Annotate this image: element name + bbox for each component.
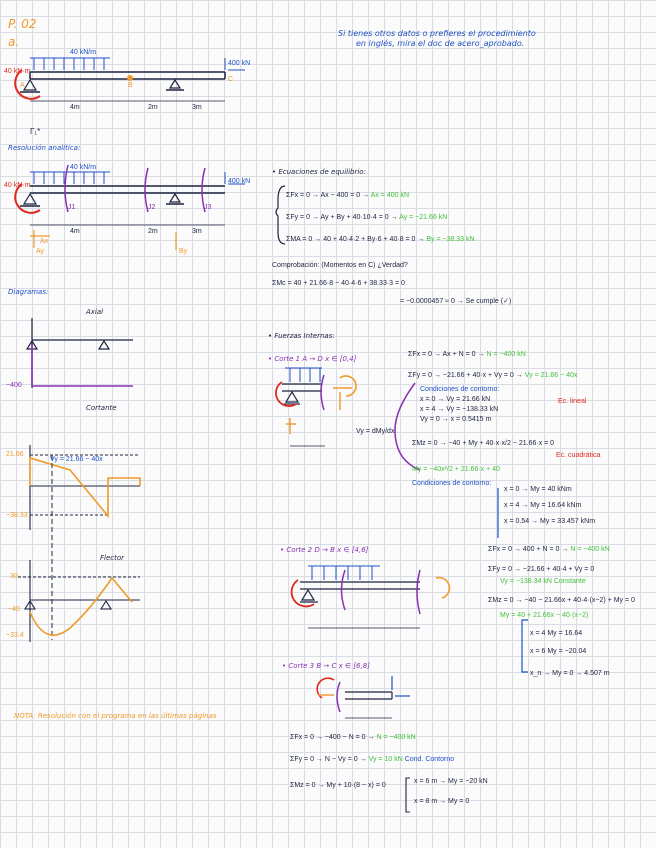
corte1-title: • Corte 1 A → D x ∈ [0,4] xyxy=(268,355,357,363)
c2-fx-result: N = −400 kN xyxy=(570,546,610,553)
flector-label: Flector xyxy=(100,554,125,562)
c3-fy-result: Vy = 10 kN xyxy=(368,756,403,763)
part-label: a. xyxy=(8,35,20,49)
beam1-B: B xyxy=(128,82,133,89)
beam2-Ax: Ax xyxy=(40,238,49,245)
figure-mark: Γ₁* xyxy=(30,127,41,136)
c1-vy-relation: Vy = dMy/dx xyxy=(356,428,395,435)
c1-fx-result: N = −400 kN xyxy=(486,351,526,358)
beam1-d3: 3m xyxy=(192,104,202,111)
c2-moment-result: My = 40 + 21.66x − 40·(x−2) xyxy=(500,612,589,619)
flector-val-3: −33.4 xyxy=(6,632,24,639)
eq-fx: ΣFx = 0 → Ax − 400 = 0 → Ax = 400 kN xyxy=(286,192,410,199)
eq-fx-result: Ax = 400 kN xyxy=(370,192,410,199)
c1-moment-result: My = −40x²/2 + 21.66·x + 40 xyxy=(412,466,500,473)
check-equation: ΣMc = 40 + 21.66·8 − 40·4·6 + 38.33·3 = … xyxy=(272,280,405,287)
beam-1-load xyxy=(30,57,245,71)
c2-cond-2: x = 6 My = −20.04 xyxy=(530,648,587,655)
beam2-J1: J1 xyxy=(68,204,76,211)
internal-title: • Fuerzas Internas: xyxy=(268,332,335,340)
c3-fy: ΣFy = 0 → N − Vy = 0 → Vy = 10 kN Cond. … xyxy=(290,756,455,763)
axial-label: Axial xyxy=(86,308,104,316)
beam2-Ay: Ay xyxy=(36,248,45,255)
cortante-label: Cortante xyxy=(86,404,117,412)
equilibrium-title: • Ecuaciones de equilibrio: xyxy=(272,168,366,176)
cortante-eq: Vy = 21.66 − 40x xyxy=(50,456,103,463)
c2-fy-result: Vy = −138.34 kN Constante xyxy=(500,578,586,585)
beam1-d2: 2m xyxy=(148,104,158,111)
eq-fy: ΣFy = 0 → Ay + By + 40·10·4 = 0 → Ay = −… xyxy=(286,214,448,221)
header-note-line2: en inglés, mira el doc de acero_aprobado… xyxy=(356,39,525,48)
beam1-load-label: 40 kN/m xyxy=(70,49,97,56)
c3-fx: ΣFx = 0 → −400 − N = 0 → N = −400 kN xyxy=(290,734,416,741)
c1-fy: ΣFy = 0 → −21.66 + 40·x + Vy = 0 → Vy = … xyxy=(408,372,578,379)
corte3-title: • Corte 3 B → C x ∈ [6,8] xyxy=(282,662,370,670)
beam2-d3: 3m xyxy=(192,228,202,235)
beam2-d1: 4m xyxy=(70,228,80,235)
beam2-endload-label: 400 kN xyxy=(228,178,251,185)
c2-fx: ΣFx = 0 → 400 + N = 0 → N = −400 kN xyxy=(488,546,610,553)
cortante-val-2: −38.33 xyxy=(6,512,28,519)
c1-ec-lineal: Ec. lineal xyxy=(558,398,587,405)
eq-ma-result: By = −38.33 kN xyxy=(426,236,475,243)
beam2-By: By xyxy=(179,248,188,255)
c1-cond-3: Vy = 0 → x = 0.5415 m xyxy=(420,416,492,423)
c1-fx: ΣFx = 0 → Ax + N = 0 → N = −400 kN xyxy=(408,351,526,358)
c2-moment-eq: ΣMz = 0 → −40 − 21.66x + 40·4·(x−2) + My… xyxy=(488,597,635,604)
beam1-A: A xyxy=(20,82,25,89)
c1-cond2-1: x = 0 → My = 40 kNm xyxy=(504,486,572,493)
beam-2-diagram xyxy=(20,185,225,226)
resolution-label: Resolución analítica: xyxy=(8,144,81,152)
c1-ec-cuadratica: Ec. cuadrática xyxy=(556,452,601,459)
c2-fy: ΣFy = 0 → −21.66 + 40·4 + Vy = 0 xyxy=(488,566,595,573)
beam2-J3: J3 xyxy=(204,204,212,211)
eq-fy-result: Ay = −21.66 kN xyxy=(399,214,448,221)
axial-diagram xyxy=(25,318,133,388)
c1-moment-eq: ΣMz = 0 → −40 + My + 40·x·x/2 − 21.66·x … xyxy=(412,440,555,447)
beam2-d2: 2m xyxy=(148,228,158,235)
check-title: Comprobación: (Momentos en C) ¿Verdad? xyxy=(272,262,408,269)
eq-ma: ΣMA = 0 → 40 + 40·4·2 + By·6 + 40·8 = 0 … xyxy=(286,236,475,243)
beam-1-diagram xyxy=(20,71,226,102)
header-note-line1: Si tienes otros datos o prefieres el pro… xyxy=(338,29,536,38)
c3-cond-2: x = 8 m → My = 0 xyxy=(414,798,470,805)
beam2-moment-label: 40 kN·m xyxy=(4,182,31,189)
flector-diagram xyxy=(18,560,140,642)
corte2-title: • Corte 2 D → B x ∈ [4,6] xyxy=(280,546,369,554)
beam1-d1: 4m xyxy=(70,104,80,111)
c1-cond-title: Condiciones de contorno: xyxy=(420,386,500,393)
c1-cond-2: x = 4 → Vy = −138.33 kN xyxy=(420,406,499,413)
c1-cond2-2: x = 4 → My = 16.64 kNm xyxy=(504,502,582,509)
c1-cond2-3: x = 0.54 → My = 33.457 kNm xyxy=(504,518,596,525)
c2-cond-3: x_n → My = 0 → 4.507 m xyxy=(530,670,610,677)
axial-value: −400 xyxy=(6,382,22,389)
beam1-C: C xyxy=(228,76,234,83)
check-result: = −0.0000457 ≈ 0 → Se cumple (✓) xyxy=(400,298,512,305)
flector-val-1: 30 xyxy=(10,573,18,580)
flector-val-2: −40 xyxy=(8,606,20,613)
c3-cond-label: Cond. Contorno xyxy=(404,756,455,763)
c2-cond-1: x = 4 My = 16.64 xyxy=(530,630,583,637)
problem-number: P. 02 xyxy=(8,17,37,31)
beam2-load-label: 40 kN/m xyxy=(70,164,97,171)
beam2-J2: J2 xyxy=(148,204,156,211)
c3-fx-result: N = −400 kN xyxy=(376,734,416,741)
c1-cond2-title: Condiciones de contorno: xyxy=(412,480,492,487)
beam1-endload-label: 400 kN xyxy=(228,60,251,67)
cortante-val-1: 21.66 xyxy=(6,451,24,458)
c3-moment-eq: ΣMz = 0 → My + 10·(8 − x) = 0 xyxy=(290,782,386,789)
c1-cond-1: x = 0 → Vy = 21.66 kN xyxy=(420,396,491,403)
diagrams-title: Diagramas: xyxy=(8,288,49,296)
c1-fy-result: Vy = 21.66 − 40x xyxy=(524,372,578,379)
beam1-moment-label: 40 kN·m xyxy=(4,68,31,75)
bottom-note: NOTA: Resolución con el programa en las … xyxy=(14,712,217,720)
c3-cond-1: x = 6 m → My = −20 kN xyxy=(414,778,488,785)
